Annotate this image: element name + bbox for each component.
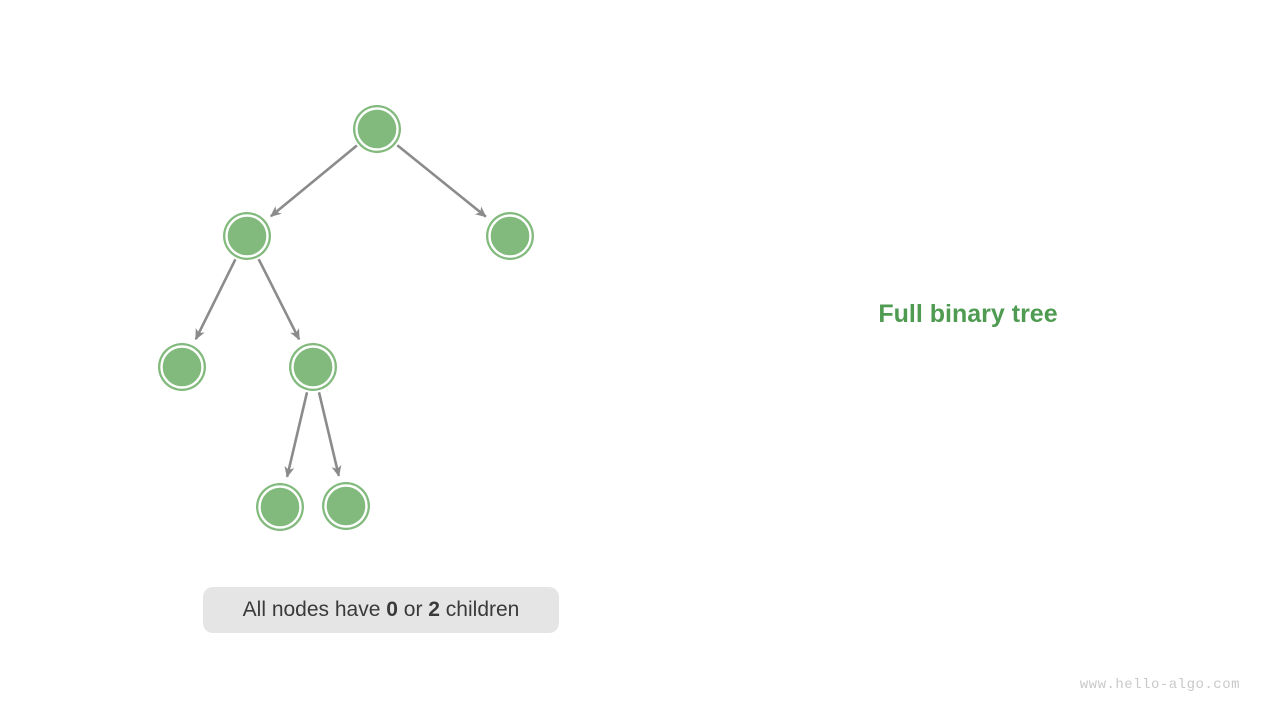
tree-edge-lr-lrr [317, 392, 342, 477]
caption-bold-2: 2 [428, 598, 440, 621]
caption-text-part: or [397, 598, 429, 621]
tree-edge-root-l [270, 144, 358, 218]
diagram-title: Full binary tree [878, 300, 1058, 328]
watermark-url: www.hello-algo.com [1079, 677, 1240, 693]
tree-edge-root-r [396, 144, 487, 218]
caption-bold-0: 0 [386, 598, 398, 621]
tree-node-lr [289, 343, 337, 391]
tree-node-l [223, 212, 271, 260]
tree-edges-layer [194, 144, 487, 478]
tree-nodes-layer [158, 105, 534, 531]
tree-edge-l-lr [257, 258, 301, 341]
tree-node-lrr [322, 482, 370, 530]
caption-text-part: All nodes have [242, 598, 387, 621]
tree-node-r [486, 212, 534, 260]
tree-node-root [353, 105, 401, 153]
tree-node-ll [158, 343, 206, 391]
caption-text-part: children [439, 598, 520, 621]
tree-edge-lr-lrl [284, 392, 309, 478]
tree-node-lrl [256, 483, 304, 531]
tree-edge-l-ll [194, 258, 237, 341]
caption-box: All nodes have 0 or 2 children [203, 587, 559, 633]
